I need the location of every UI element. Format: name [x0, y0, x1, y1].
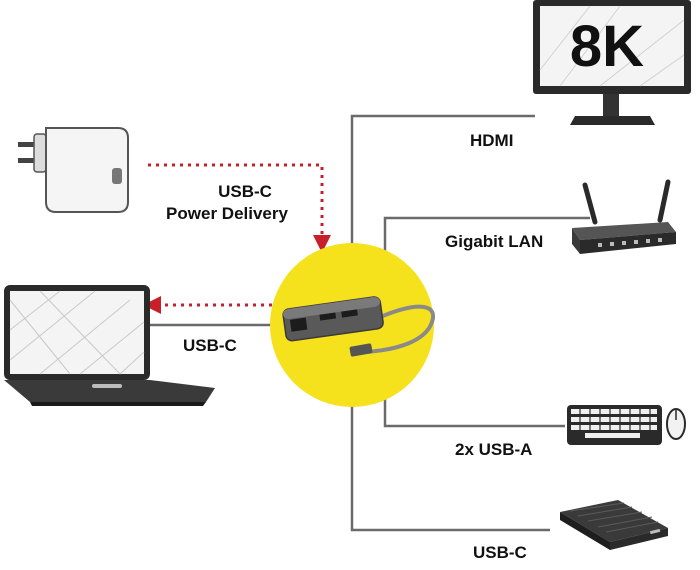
power-delivery-label-line2: Power Delivery [166, 204, 288, 223]
usbc-connector-line [350, 400, 550, 532]
connector-lines [150, 114, 590, 532]
gigabit-lan-label: Gigabit LAN [445, 232, 544, 251]
hard-drive-icon [560, 500, 668, 550]
monitor-resolution-label: 8K [569, 14, 645, 79]
hdmi-connector-line [350, 114, 535, 248]
usb-hub-icon [282, 296, 436, 357]
power-adapter-icon [18, 127, 129, 213]
power-delivery-label-line1: USB-C [218, 182, 272, 201]
lan-connector-line [383, 216, 590, 255]
router-icon [572, 179, 676, 254]
hdmi-label: HDMI [470, 131, 514, 150]
laptop-usbc-label: USB-C [183, 336, 237, 355]
usb-a-label: 2x USB-A [455, 440, 533, 459]
usba-connector-line [383, 395, 565, 428]
monitor-icon [533, 0, 691, 125]
keyboard-icon [567, 405, 662, 445]
laptop-icon [4, 285, 215, 406]
power-delivery-arrow [148, 163, 331, 253]
mouse-icon [666, 408, 686, 440]
usbc-output-label: USB-C [473, 543, 527, 562]
